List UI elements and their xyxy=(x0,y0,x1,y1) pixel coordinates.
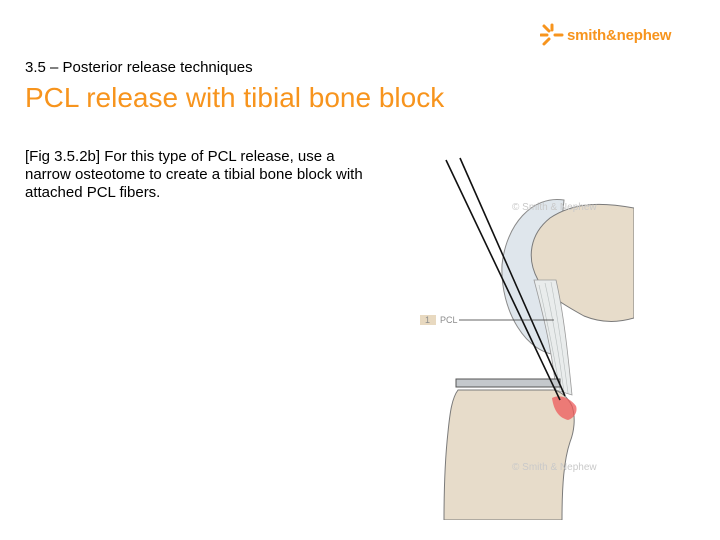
tibial-tray xyxy=(455,378,561,388)
tibia-bone xyxy=(443,389,575,520)
label-number: 1 xyxy=(425,315,430,325)
slide-title: PCL release with tibial bone block xyxy=(25,82,445,113)
slide-body: [Fig 3.5.2b] For this type of PCL releas… xyxy=(25,148,363,201)
watermark-top: © Smith & Nephew xyxy=(512,202,597,213)
pcl-ligament xyxy=(533,279,573,396)
pcl-label: PCL xyxy=(440,315,458,325)
starburst-icon xyxy=(540,23,564,46)
section-heading: 3.5 – Posterior release techniques xyxy=(25,59,253,76)
knee-illustration: 1 PCL © Smith & Nephew © Smith & Nephew xyxy=(420,157,634,520)
brand-name: smith&nephew xyxy=(567,26,672,44)
bone-block-highlight xyxy=(552,396,577,420)
watermark-bottom: © Smith & Nephew xyxy=(512,462,597,473)
label-number-box xyxy=(420,315,436,325)
osteotome-instrument xyxy=(445,157,566,401)
brand-logo: smith&nephew xyxy=(540,22,671,48)
